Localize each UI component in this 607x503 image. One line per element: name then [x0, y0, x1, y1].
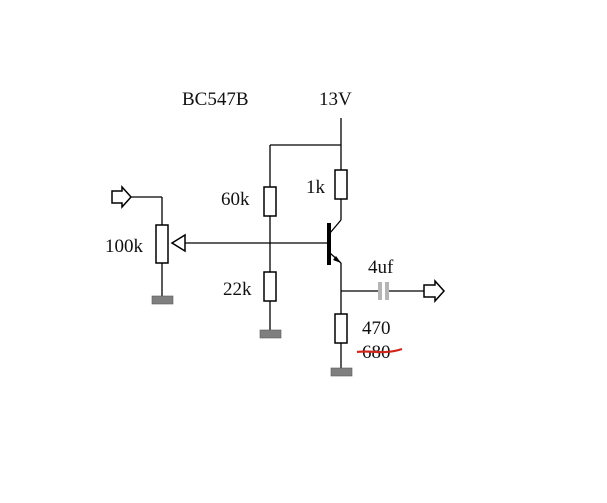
potentiometer: [155, 224, 169, 264]
bias-resistor-bottom-label: 22k: [223, 279, 252, 300]
strikethrough-mark: [356, 347, 403, 354]
input-arrow-icon: [111, 185, 133, 209]
capacitor-plate-left: [378, 282, 382, 300]
emitter-ground-icon: [330, 367, 353, 377]
pot-ground-icon: [151, 295, 174, 305]
bias-ground-icon: [259, 329, 282, 339]
potentiometer-label: 100k: [105, 236, 144, 257]
transistor-label: BC547B: [182, 89, 249, 110]
emitter-resistor-label: 470: [362, 318, 391, 339]
capacitor-label: 4uf: [368, 257, 394, 278]
capacitor-plate-right: [385, 282, 389, 300]
supply-voltage-label: 13V: [319, 89, 352, 110]
collector-lead: [329, 219, 342, 234]
emitter-arrow: [333, 256, 341, 263]
collector-resistor-label: 1k: [306, 177, 326, 198]
bias-resistor-top-label: 60k: [221, 189, 250, 210]
collector-resistor: [334, 169, 348, 200]
bias-resistor-top: [263, 186, 277, 217]
emitter-resistor: [334, 313, 348, 344]
bias-resistor-bottom: [263, 271, 277, 302]
wiper-arrow-icon: [170, 233, 186, 253]
output-arrow-icon: [423, 279, 446, 303]
